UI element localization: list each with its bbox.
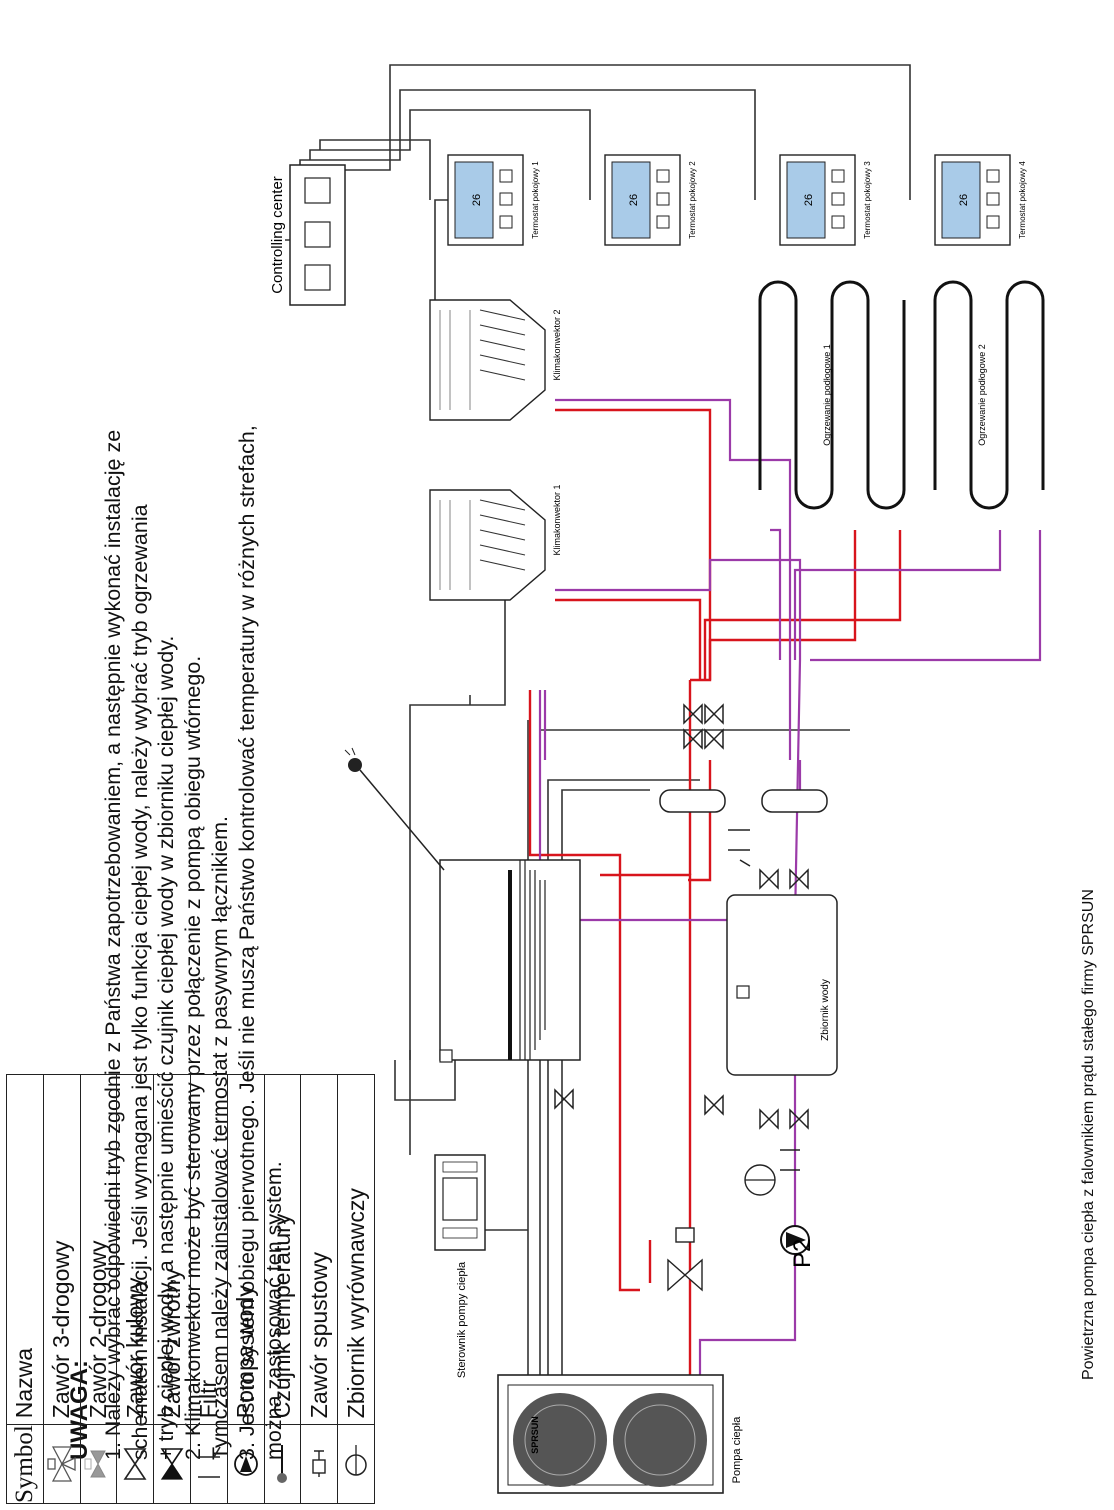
symbol-legend: Symbol Nazwa Zawór 3-drogowy xyxy=(6,1074,375,1504)
legend-table: Symbol Nazwa Zawór 3-drogowy xyxy=(6,1074,375,1504)
thermostat-display: 26 xyxy=(471,194,483,206)
controlling-center xyxy=(289,164,346,306)
legend-row: Pompa wody xyxy=(227,1074,265,1504)
pump-p2-label: P2 xyxy=(789,1239,816,1268)
dhw-tank xyxy=(439,859,581,1063)
heat-pump-label: Pompa ciepła xyxy=(731,1416,743,1484)
temperature-sensor-icon xyxy=(277,1445,288,1484)
check-valve-icon xyxy=(160,1448,184,1480)
legend-row: Zawór kulowy xyxy=(116,1074,154,1504)
three-way-valve-icon xyxy=(47,1446,76,1482)
fan-coil-1-label: Klimakonwektor 1 xyxy=(552,484,562,555)
heat-pump-unit: SPRSUN xyxy=(497,1374,724,1494)
thermostat-4: 26 Termostat pokojowy 4 xyxy=(934,154,1027,246)
thermostat-1-label: Termostat pokojowy 1 xyxy=(531,161,540,239)
floor-heating-2 xyxy=(933,280,1045,510)
brand-logo: SPRSUN xyxy=(530,1416,540,1454)
legend-row: Zawór 2-drogowy xyxy=(80,1074,117,1504)
expansion-tank xyxy=(744,1164,776,1196)
drain-valve-icon xyxy=(312,1450,326,1478)
water-tank-label: Zbiornik wody xyxy=(820,979,831,1041)
thermostat-display: 26 xyxy=(803,194,815,206)
thermostat-2: 26 Termostat pokojowy 2 xyxy=(604,154,697,246)
filter-icon xyxy=(197,1446,221,1478)
water-tank: Zbiornik wody xyxy=(726,894,838,1076)
water-pump-icon xyxy=(233,1452,258,1477)
thermostat-2-label: Termostat pokojowy 2 xyxy=(688,161,697,239)
fan-coil-1: Klimakonwektor 1 xyxy=(429,484,562,601)
thermostat-1: 26 Termostat pokojowy 1 xyxy=(447,154,540,246)
two-way-valve-icon xyxy=(84,1450,107,1478)
three-way-valve xyxy=(667,1227,703,1292)
supply-pipes xyxy=(528,408,902,1380)
fan-coil-2-label: Klimakonwektor 2 xyxy=(552,309,562,380)
legend-row: Zbiornik wyrównawczy xyxy=(337,1074,375,1504)
legend-row: Zawór spustowy xyxy=(300,1074,338,1504)
legend-row: Zawór zwrotny xyxy=(153,1074,191,1504)
expansion-tank-icon xyxy=(345,1445,367,1476)
floor-heating-1-label: Ogrzewanie podłogowe 1 xyxy=(822,344,832,446)
thermostat-display: 26 xyxy=(958,194,970,206)
thermostat-3: 26 Termostat pokojowy 3 xyxy=(779,154,872,246)
legend-row: Zawór 3-drogowy xyxy=(43,1074,81,1504)
fan-coil-2: Klimakonwektor 2 xyxy=(429,299,562,421)
return-manifold xyxy=(761,789,828,813)
branch-valves xyxy=(554,703,809,1130)
heat-pump-controller-label: Sterownik pompy ciepła xyxy=(456,1261,468,1378)
manifolds xyxy=(659,789,828,813)
thermostat-3-label: Termostat pokojowy 3 xyxy=(863,161,872,239)
dhw-temperature-sensor xyxy=(344,747,445,871)
legend-row: Czujnik temperatury xyxy=(264,1074,301,1504)
footer-caption: Powietrzna pompa ciepła z falownikiem pr… xyxy=(1080,889,1097,1380)
supply-manifold xyxy=(659,789,726,813)
floor-heating-2-label: Ogrzewanie podłogowe 2 xyxy=(977,344,987,446)
heat-pump-controller xyxy=(434,1154,486,1251)
ball-valve-icon xyxy=(123,1448,147,1480)
floor-heating-1 xyxy=(758,280,906,510)
legend-row: Filtr xyxy=(190,1074,228,1504)
thermostat-4-label: Termostat pokojowy 4 xyxy=(1018,161,1027,239)
controlling-center-label: Controlling center xyxy=(269,176,286,294)
thermostat-display: 26 xyxy=(628,194,640,206)
pump-p2: P2 xyxy=(780,1225,816,1268)
control-wires xyxy=(285,64,911,1375)
